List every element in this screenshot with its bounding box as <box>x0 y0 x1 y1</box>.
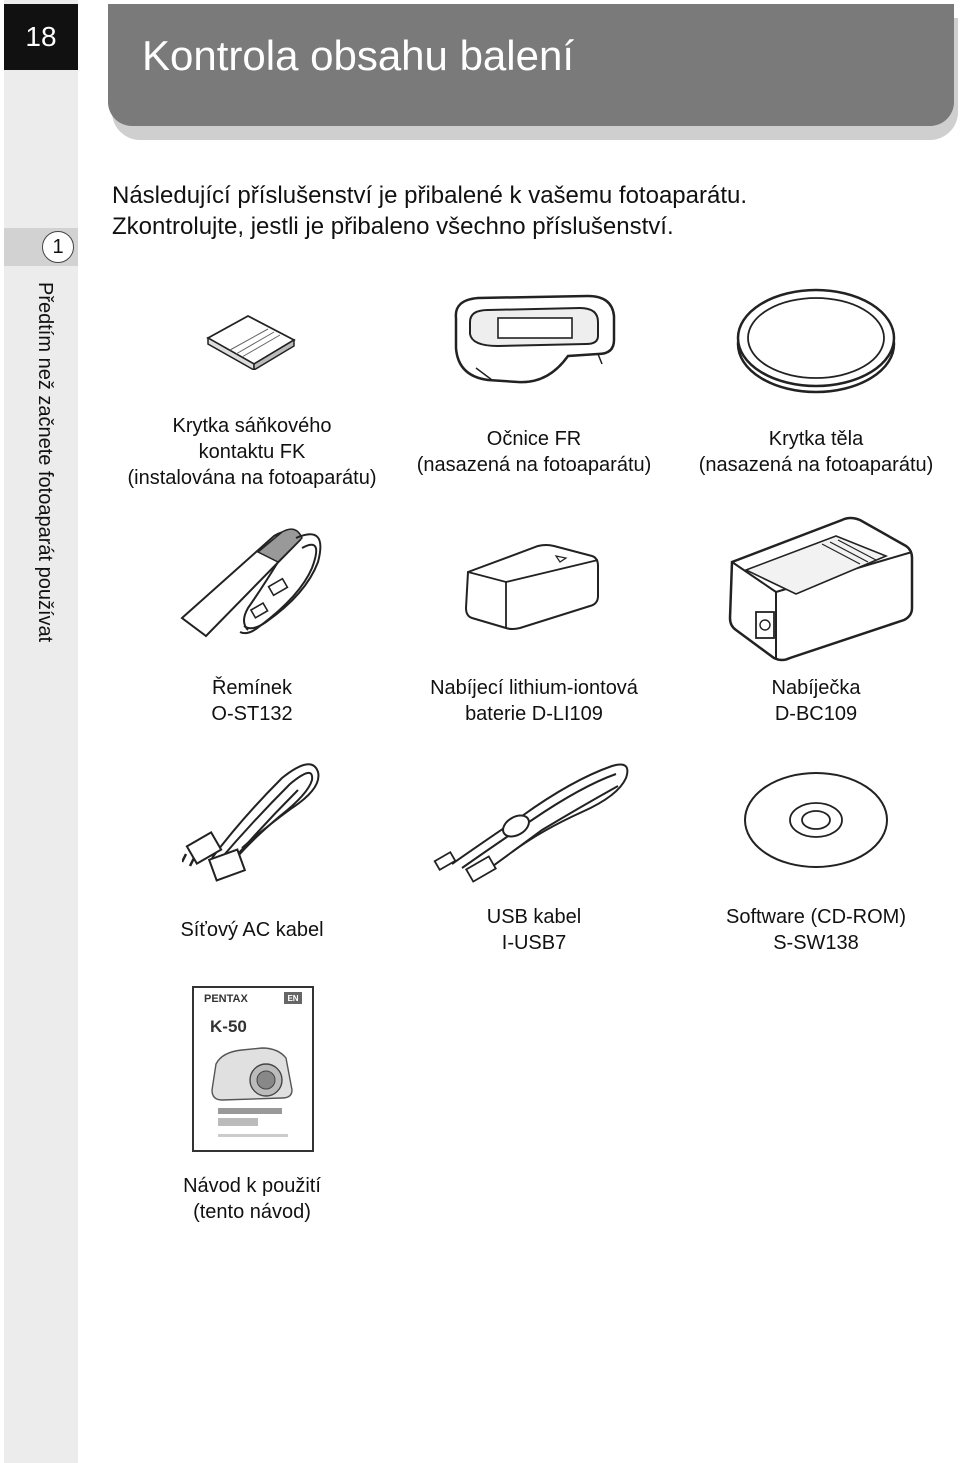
chapter-title: Předtím než začnete fotoaparát používat <box>34 282 56 643</box>
manual-lang: EN <box>287 994 298 1003</box>
usb-cable-icon <box>433 763 629 883</box>
chapter-number: 1 <box>42 231 74 263</box>
charger-icon <box>728 516 914 662</box>
intro-line-1: Následující příslušenství je přibalené k… <box>112 182 748 209</box>
header-bar <box>108 4 954 126</box>
caption-battery: Nabíjecí lithium-iontová baterie D-LI109 <box>430 677 638 725</box>
caption-charger: Nabíječka D-BC109 <box>771 677 861 725</box>
cd-rom-icon <box>744 772 888 868</box>
eyecup-icon <box>454 294 616 384</box>
sidebar <box>4 0 78 1463</box>
caption-strap: Řemínek O-ST132 <box>211 677 293 725</box>
ac-cable-icon <box>182 763 320 882</box>
manual-model: K-50 <box>210 1017 247 1036</box>
intro-line-2: Zkontrolujte, jestli je přibaleno všechn… <box>112 213 674 240</box>
hot-shoe-cover-icon <box>206 314 296 370</box>
caption-eyecup: Očnice FR (nasazená na fotoaparátu) <box>416 428 652 476</box>
caption-usb-cable: USB kabel I-USB7 <box>486 906 582 954</box>
caption-ac-cable: Síťový AC kabel <box>180 919 324 941</box>
body-cap-icon <box>736 288 896 394</box>
page-title: Kontrola obsahu balení <box>142 32 574 79</box>
caption-manual: Návod k použití (tento návod) <box>183 1175 321 1223</box>
battery-icon <box>464 544 599 630</box>
manual-cover-icon: PENTAX EN K-50 <box>192 986 314 1152</box>
strap-icon <box>180 528 322 638</box>
caption-cd-rom: Software (CD-ROM) S-SW138 <box>725 906 906 954</box>
manual-brand: PENTAX <box>204 993 248 1005</box>
caption-hot-shoe-cover: Krytka sáňkového kontaktu FK (instalován… <box>127 415 377 489</box>
page-number: 18 <box>4 4 78 70</box>
caption-body-cap: Krytka těla (nasazená na fotoaparátu) <box>698 428 934 476</box>
